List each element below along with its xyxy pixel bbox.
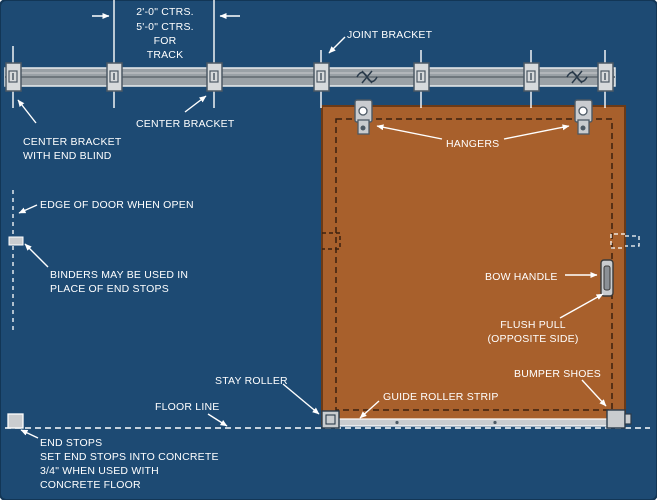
label-floor-line: FLOOR LINE <box>155 401 219 413</box>
bumper-shoe <box>606 409 632 429</box>
center-bracket-5 <box>413 62 430 92</box>
label-end-stops-3: 3/4" WHEN USED WITH <box>40 465 159 477</box>
bow-handle <box>600 259 614 297</box>
label-end-stops-2: SET END STOPS INTO CONCRETE <box>40 451 219 463</box>
callout-arrows <box>17 13 607 439</box>
end-stop-icon <box>7 413 24 429</box>
label-spacing-line-2: 5'-0" CTRS. <box>136 21 194 33</box>
hanger-right <box>574 99 593 135</box>
hanger-left <box>354 99 373 135</box>
label-flush-pull-1: FLUSH PULL <box>500 319 566 331</box>
stay-roller <box>321 410 340 429</box>
label-center-bracket: CENTER BRACKET <box>136 118 235 130</box>
label-flush-pull-2: (OPPOSITE SIDE) <box>487 333 578 345</box>
label-center-bracket-end-2: WITH END BLIND <box>23 150 112 162</box>
label-bumper-shoes: BUMPER SHOES <box>514 368 601 380</box>
label-stay-roller: STAY ROLLER <box>215 375 288 387</box>
center-bracket-6 <box>523 62 540 92</box>
center-bracket-3 <box>206 62 223 92</box>
center-bracket-end <box>5 62 22 92</box>
door-left-latch <box>322 232 341 250</box>
label-binders-1: BINDERS MAY BE USED IN <box>50 269 188 281</box>
door-right-latch <box>610 233 640 249</box>
label-joint-bracket: JOINT BRACKET <box>347 29 433 41</box>
label-spacing-line-1: 2'-0" CTRS. <box>136 6 194 18</box>
label-binders-2: PLACE OF END STOPS <box>50 283 169 295</box>
label-center-bracket-end-1: CENTER BRACKET <box>23 136 122 148</box>
label-guide-roller-strip: GUIDE ROLLER STRIP <box>383 391 499 403</box>
label-end-stops-4: CONCRETE FLOOR <box>40 479 141 491</box>
label-spacing-line-3: FOR <box>154 35 177 47</box>
label-spacing-line-4: TRACK <box>147 49 184 61</box>
joint-bracket-1 <box>313 62 330 92</box>
center-bracket-end-right <box>597 62 614 92</box>
track-joints <box>356 70 588 84</box>
binder-icon <box>8 236 24 246</box>
guide-roller-strip <box>338 418 608 427</box>
labels: 2'-0" CTRS. 5'-0" CTRS. FOR TRACK JOINT … <box>23 6 601 491</box>
label-edge-of-door: EDGE OF DOOR WHEN OPEN <box>40 199 194 211</box>
center-bracket-2 <box>106 62 123 92</box>
door-panel <box>321 105 640 425</box>
label-end-stops-1: END STOPS <box>40 437 102 449</box>
label-hangers: HANGERS <box>446 138 499 150</box>
label-bow-handle: BOW HANDLE <box>485 271 558 283</box>
